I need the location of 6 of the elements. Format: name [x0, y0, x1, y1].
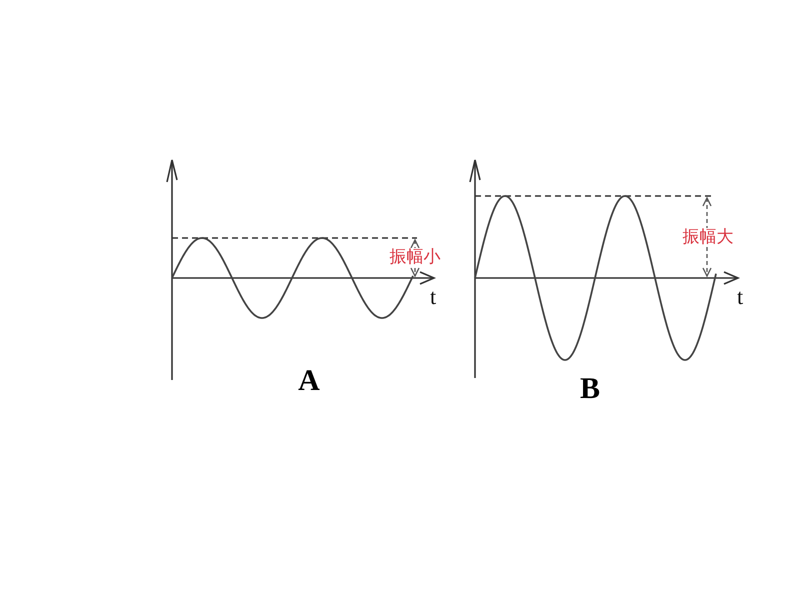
amplitude-label: 振幅小	[390, 248, 440, 266]
axis-label: t	[736, 286, 744, 308]
amplitude-label: 振幅大	[682, 228, 734, 246]
graph-label: A	[298, 366, 320, 396]
graph-label: B	[580, 374, 600, 404]
axis-label: t	[430, 286, 436, 308]
